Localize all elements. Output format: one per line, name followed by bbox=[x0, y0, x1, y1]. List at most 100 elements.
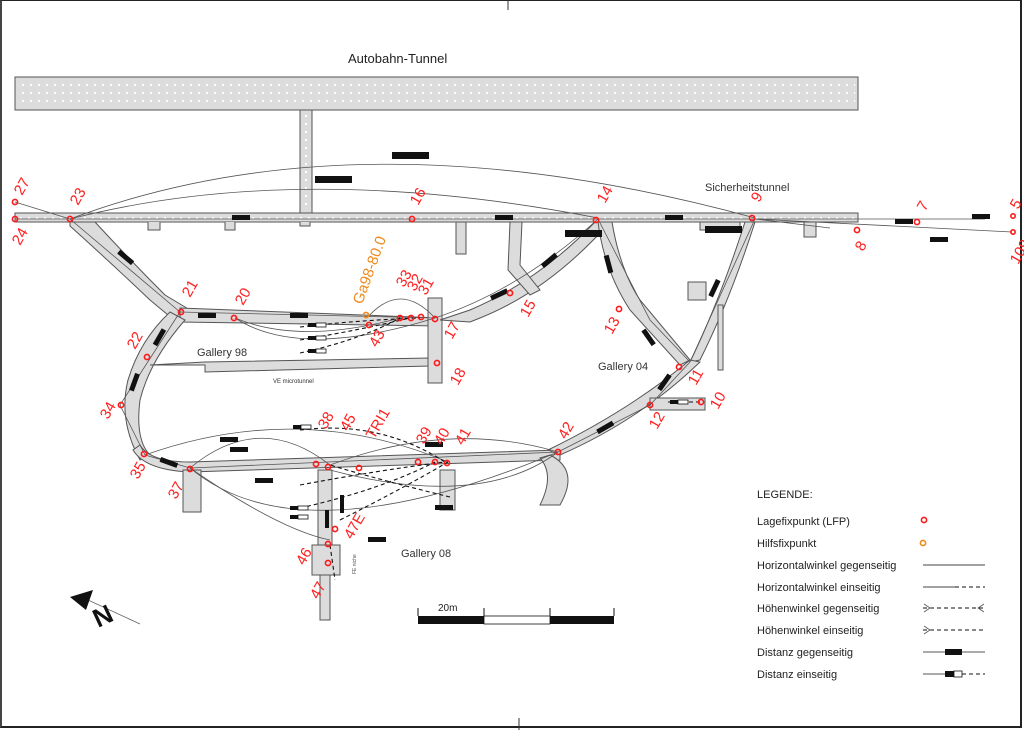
lfp-24[interactable] bbox=[11, 215, 19, 223]
gallery-08-label: Gallery 08 bbox=[401, 548, 451, 560]
autobahn-tunnel-label: Autobahn-Tunnel bbox=[348, 51, 447, 66]
label-33: 33 bbox=[393, 267, 416, 290]
label-20: 20 bbox=[232, 285, 255, 308]
distance-bars bbox=[117, 152, 990, 542]
legend-item-distanz-einseitig: Distanz einseitig bbox=[757, 669, 985, 681]
lfp-20[interactable] bbox=[230, 314, 238, 322]
lfp-22[interactable] bbox=[143, 353, 151, 361]
lfp-43[interactable] bbox=[365, 321, 373, 329]
sicherheitstunnel-label: Sicherheitstunnel bbox=[705, 182, 789, 194]
label-35: 35 bbox=[127, 459, 150, 482]
lfp-42[interactable] bbox=[554, 448, 562, 456]
lfp-37[interactable] bbox=[186, 465, 194, 473]
lfp-27[interactable] bbox=[11, 198, 19, 206]
gallery-98-label: Gallery 98 bbox=[197, 347, 247, 359]
label-21: 21 bbox=[179, 277, 202, 300]
lfp-34[interactable] bbox=[117, 401, 125, 409]
lfp-11[interactable] bbox=[675, 363, 683, 371]
label-15: 15 bbox=[517, 297, 540, 320]
north-arrow-icon bbox=[70, 590, 93, 610]
connecting-shaft bbox=[299, 109, 313, 215]
label-42: 42 bbox=[555, 419, 578, 442]
label-41: 41 bbox=[452, 425, 475, 448]
label-17: 17 bbox=[441, 319, 464, 342]
label-37: 37 bbox=[165, 479, 188, 502]
lfp-7[interactable] bbox=[913, 218, 921, 226]
label-13: 13 bbox=[601, 314, 624, 337]
legend-item-hilfsfixpunkt: Hilfsfixpunkt bbox=[757, 538, 927, 550]
legend-item-lfp: Lagefixpunkt (LFP) bbox=[757, 516, 928, 528]
label-23: 23 bbox=[67, 185, 90, 208]
lfp-23[interactable] bbox=[66, 215, 74, 223]
orange-circle-icon bbox=[919, 539, 927, 547]
svg-text:Horizontalwinkel gegenseitig: Horizontalwinkel gegenseitig bbox=[757, 560, 896, 572]
label-12: 12 bbox=[646, 409, 669, 432]
legend-item-hw-gegenseitig: Höhenwinkel gegenseitig bbox=[757, 603, 985, 615]
aux-point-ga98[interactable] bbox=[362, 311, 370, 319]
lfp-tri1[interactable] bbox=[355, 464, 363, 472]
lfp-41[interactable] bbox=[443, 459, 451, 467]
svg-text:Horizontalwinkel einseitig: Horizontalwinkel einseitig bbox=[757, 582, 881, 594]
label-47: 47 bbox=[307, 579, 330, 602]
label-ga98-80: Ga98-80.0 bbox=[350, 234, 390, 306]
label-34: 34 bbox=[97, 399, 120, 422]
svg-text:Distanz einseitig: Distanz einseitig bbox=[757, 669, 837, 681]
lfp-35[interactable] bbox=[140, 450, 148, 458]
label-24: 24 bbox=[9, 225, 32, 248]
lfp-15[interactable] bbox=[506, 289, 514, 297]
lfp-45[interactable] bbox=[324, 463, 332, 471]
lfp-18[interactable] bbox=[433, 359, 441, 367]
lfp-39[interactable] bbox=[414, 458, 422, 466]
gallery-04-label: Gallery 04 bbox=[598, 361, 648, 373]
fe-niche-label: FE niche bbox=[352, 554, 358, 574]
lfp-21[interactable] bbox=[177, 308, 185, 316]
label-7: 7 bbox=[914, 198, 933, 214]
label-5: 5 bbox=[1007, 196, 1024, 212]
scale-bar: 20m bbox=[417, 603, 615, 625]
lfp-points bbox=[11, 198, 1016, 567]
label-tri1: TRI1 bbox=[363, 405, 394, 442]
lfp-10[interactable] bbox=[697, 398, 705, 406]
lfp-33[interactable] bbox=[396, 314, 404, 322]
lfp-38[interactable] bbox=[312, 460, 320, 468]
lfp-46[interactable] bbox=[324, 540, 332, 548]
lfp-47e[interactable] bbox=[331, 525, 339, 533]
north-label: N bbox=[88, 598, 118, 633]
sicherheitstunnel: Sicherheitstunnel bbox=[14, 182, 859, 255]
scale-bar-label: 20m bbox=[438, 603, 457, 614]
label-45: 45 bbox=[337, 411, 360, 434]
lfp-40[interactable] bbox=[431, 458, 439, 466]
lfp-109[interactable] bbox=[1009, 229, 1016, 236]
legend: LEGENDE: Lagefixpunkt (LFP) Hilfsfixpunk… bbox=[757, 489, 985, 681]
label-32: 32 bbox=[404, 271, 427, 294]
lfp-17[interactable] bbox=[431, 315, 439, 323]
lfp-9[interactable] bbox=[748, 214, 756, 222]
distance-bar-open-icon bbox=[945, 671, 954, 677]
lfp-13[interactable] bbox=[615, 305, 623, 313]
label-16: 16 bbox=[407, 185, 430, 208]
label-18: 18 bbox=[447, 365, 470, 388]
svg-text:Distanz gegenseitig: Distanz gegenseitig bbox=[757, 647, 853, 659]
label-39: 39 bbox=[413, 424, 436, 447]
legend-title: LEGENDE: bbox=[757, 489, 813, 501]
lfp-12[interactable] bbox=[646, 401, 654, 409]
lfp-16[interactable] bbox=[408, 215, 416, 223]
label-43: 43 bbox=[366, 327, 389, 350]
svg-text:Lagefixpunkt (LFP): Lagefixpunkt (LFP) bbox=[757, 516, 850, 528]
svg-text:Höhenwinkel einseitig: Höhenwinkel einseitig bbox=[757, 625, 863, 637]
label-10: 10 bbox=[707, 389, 730, 412]
lfp-47[interactable] bbox=[324, 559, 332, 567]
legend-item-hz-gegenseitig: Horizontalwinkel gegenseitig bbox=[757, 560, 985, 572]
svg-text:Hilfsfixpunkt: Hilfsfixpunkt bbox=[757, 538, 816, 550]
lfp-5[interactable] bbox=[1009, 213, 1016, 220]
lfp-8[interactable] bbox=[853, 226, 861, 234]
red-circle-icon bbox=[920, 516, 928, 524]
lfp-14[interactable] bbox=[592, 216, 600, 224]
lfp-32[interactable] bbox=[407, 314, 415, 322]
legend-item-hz-einseitig: Horizontalwinkel einseitig bbox=[757, 582, 985, 594]
svg-text:Höhenwinkel gegenseitig: Höhenwinkel gegenseitig bbox=[757, 603, 879, 615]
lfp-31[interactable] bbox=[417, 313, 425, 321]
label-46: 46 bbox=[293, 545, 316, 568]
